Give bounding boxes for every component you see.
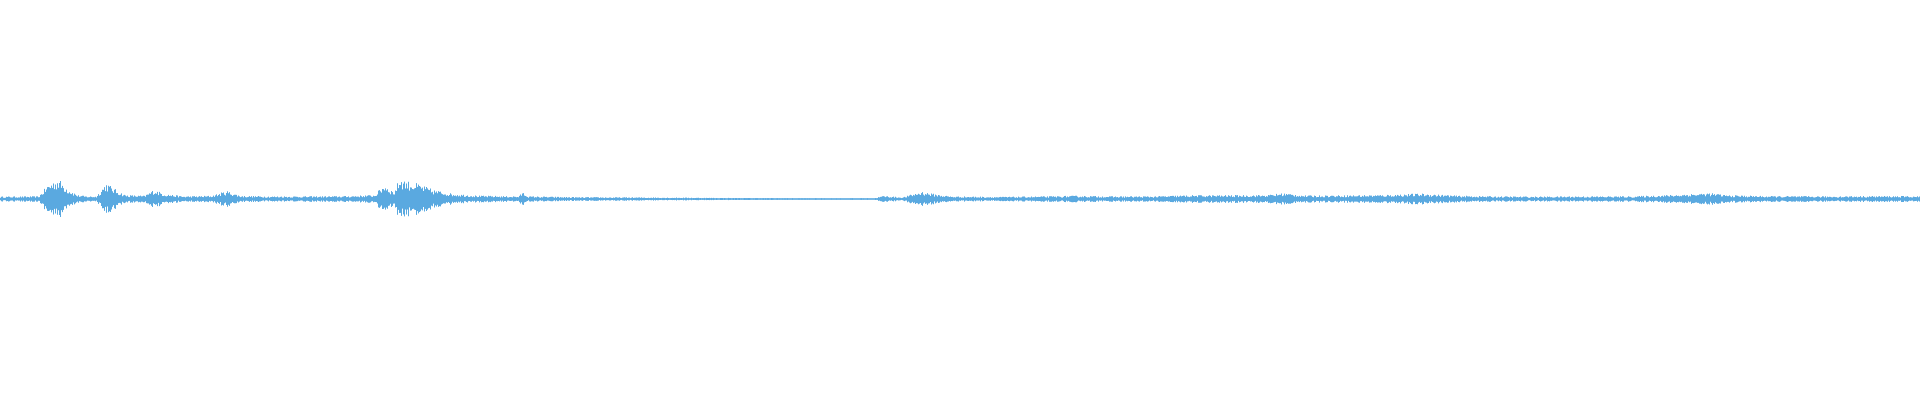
waveform-track xyxy=(0,181,1920,217)
